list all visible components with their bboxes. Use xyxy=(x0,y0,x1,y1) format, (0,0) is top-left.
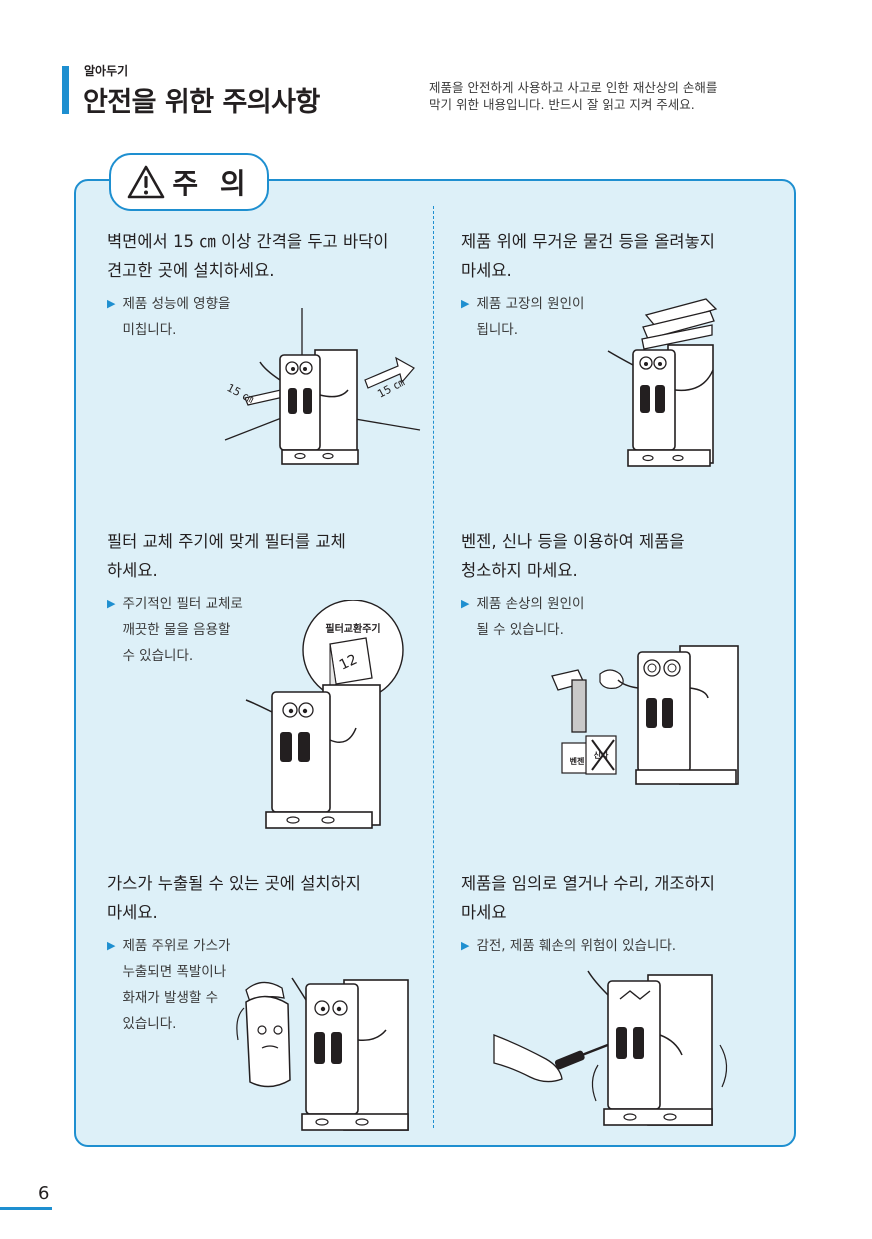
wall-clearance-illustration: 15 ㎝ 15 ㎝ xyxy=(225,308,421,465)
title-line: 마세요. xyxy=(461,261,512,280)
title-line: 견고한 곳에 설치하세요. xyxy=(107,261,275,280)
stacked-books-icon xyxy=(641,298,718,350)
note-line: 화재가 발생할 수 xyxy=(122,990,218,1006)
caution-item-note: ▶ 제품 주위로 가스가 누출되면 폭발이나 화재가 발생할 수 있습니다. xyxy=(107,933,437,1037)
caution-item-note: ▶ 제품 성능에 영향을 미칩니다. xyxy=(107,291,437,343)
water-purifier-icon xyxy=(291,977,409,1131)
water-purifier-icon xyxy=(587,970,728,1126)
header-description-line: 막기 위한 내용입니다. 반드시 잘 읽고 지켜 주세요. xyxy=(429,97,695,112)
note-line: 미칩니다. xyxy=(122,322,177,338)
bullet-triangle-icon: ▶ xyxy=(461,297,470,310)
caution-item-no-solvents: 벤젠, 신나 등을 이용하여 제품을 청소하지 마세요. ▶ 제품 손상의 원인… xyxy=(461,527,791,643)
heavy-objects-illustration xyxy=(607,298,718,467)
gas-cylinder-icon xyxy=(236,981,291,1088)
bubble-label: 필터교환주기 xyxy=(325,622,380,635)
note-line: 제품 주위로 가스가 xyxy=(122,938,231,954)
page-number: 6 xyxy=(38,1183,50,1204)
clearance-label-left: 15 ㎝ xyxy=(225,381,256,406)
title-line: 제품 위에 무거운 물건 등을 올려놓지 xyxy=(461,232,715,251)
title-line: 마세요 xyxy=(461,903,507,922)
title-line: 벤젠, 신나 등을 이용하여 제품을 xyxy=(461,532,685,551)
caution-badge-label: 주 의 xyxy=(172,167,252,200)
bullet-triangle-icon: ▶ xyxy=(107,597,116,610)
header-category: 알아두기 xyxy=(84,64,129,78)
bullet-triangle-icon: ▶ xyxy=(461,597,470,610)
caution-badge: 주 의 xyxy=(109,153,269,211)
can-label-thinner: 신나 xyxy=(594,750,609,760)
filter-cycle-illustration: 필터교환주기 12 xyxy=(245,600,404,829)
note-line: 제품 고장의 원인이 xyxy=(476,296,585,312)
caution-item-title: 제품을 임의로 열거나 수리, 개조하지 마세요 xyxy=(461,869,791,927)
title-line: 가스가 누출될 수 있는 곳에 설치하지 xyxy=(107,874,361,893)
caution-item-wall-distance: 벽면에서 15 ㎝ 이상 간격을 두고 바닥이 견고한 곳에 설치하세요. ▶ … xyxy=(107,227,437,343)
note-line: 있습니다. xyxy=(122,1016,177,1032)
can-label-benzene: 벤젠 xyxy=(570,756,585,766)
caution-item-title: 제품 위에 무거운 물건 등을 올려놓지 마세요. xyxy=(461,227,791,285)
caution-item-note: ▶ 주기적인 필터 교체로 깨끗한 물을 음용할 수 있습니다. xyxy=(107,591,437,669)
caution-item-filter-replacement: 필터 교체 주기에 맞게 필터를 교체 하세요. ▶ 주기적인 필터 교체로 깨… xyxy=(107,527,437,669)
solvent-cans-icon: 벤젠 신나 xyxy=(561,735,617,775)
caution-item-title: 벤젠, 신나 등을 이용하여 제품을 청소하지 마세요. xyxy=(461,527,791,585)
note-line: 누출되면 폭발이나 xyxy=(122,964,227,980)
caution-item-gas-leak: 가스가 누출될 수 있는 곳에 설치하지 마세요. ▶ 제품 주위로 가스가 누… xyxy=(107,869,437,1037)
header-description-line: 제품을 안전하게 사용하고 사고로 인한 재산상의 손해를 xyxy=(429,80,718,95)
title-line: 필터 교체 주기에 맞게 필터를 교체 xyxy=(107,532,346,551)
header-accent-bar xyxy=(62,66,69,114)
note-line: 제품 손상의 원인이 xyxy=(476,596,585,612)
bullet-triangle-icon: ▶ xyxy=(461,939,470,952)
note-line: 됩니다. xyxy=(476,322,519,338)
caution-item-note: ▶ 감전, 제품 훼손의 위험이 있습니다. xyxy=(461,933,791,959)
note-line: 주기적인 필터 교체로 xyxy=(122,596,243,612)
gas-leak-illustration xyxy=(228,625,413,840)
note-line: 제품 성능에 영향을 xyxy=(122,296,231,312)
note-line: 될 수 있습니다. xyxy=(476,622,564,638)
note-line: 수 있습니다. xyxy=(122,648,194,664)
disassembly-illustration xyxy=(493,970,728,1126)
bullet-triangle-icon: ▶ xyxy=(107,939,116,952)
page-number-underline xyxy=(0,1207,52,1210)
caution-item-no-disassembly: 제품을 임의로 열거나 수리, 개조하지 마세요 ▶ 감전, 제품 훼손의 위험… xyxy=(461,869,791,959)
caution-item-title: 가스가 누출될 수 있는 곳에 설치하지 마세요. xyxy=(107,869,437,927)
caution-item-title: 필터 교체 주기에 맞게 필터를 교체 하세요. xyxy=(107,527,437,585)
note-line: 깨끗한 물을 음용할 xyxy=(122,622,231,638)
title-line: 청소하지 마세요. xyxy=(461,561,578,580)
header-description: 제품을 안전하게 사용하고 사고로 인한 재산상의 손해를 막기 위한 내용입니… xyxy=(429,79,829,113)
water-purifier-icon xyxy=(607,344,714,467)
title-line: 벽면에서 15 ㎝ 이상 간격을 두고 바닥이 xyxy=(107,232,389,251)
bullet-triangle-icon: ▶ xyxy=(107,297,116,310)
caution-item-note: ▶ 제품 고장의 원인이 됩니다. xyxy=(461,291,791,343)
title-line: 마세요. xyxy=(107,903,158,922)
spray-can-icon xyxy=(551,669,624,733)
speech-bubble-icon: 필터교환주기 12 xyxy=(302,600,404,710)
solvent-cleaning-illustration: 벤젠 신나 xyxy=(551,645,739,785)
caution-item-title: 벽면에서 15 ㎝ 이상 간격을 두고 바닥이 견고한 곳에 설치하세요. xyxy=(107,227,437,285)
title-line: 제품을 임의로 열거나 수리, 개조하지 xyxy=(461,874,715,893)
note-line: 감전, 제품 훼손의 위험이 있습니다. xyxy=(476,938,677,954)
panel-divider xyxy=(433,206,434,1128)
hand-with-screwdriver-icon xyxy=(493,1034,619,1083)
caution-item-heavy-objects: 제품 위에 무거운 물건 등을 올려놓지 마세요. ▶ 제품 고장의 원인이 됩… xyxy=(461,227,791,343)
caution-item-note: ▶ 제품 손상의 원인이 될 수 있습니다. xyxy=(461,591,791,643)
calendar-number: 12 xyxy=(337,652,360,674)
page-title: 안전을 위한 주의사항 xyxy=(83,87,320,118)
water-purifier-icon xyxy=(617,645,739,785)
gas-leak-illustration xyxy=(236,977,409,1131)
water-purifier-icon xyxy=(259,349,359,465)
water-purifier-icon xyxy=(245,684,381,829)
calendar-icon: 12 xyxy=(329,637,373,694)
title-line: 하세요. xyxy=(107,561,158,580)
warning-triangle-icon xyxy=(128,165,165,199)
